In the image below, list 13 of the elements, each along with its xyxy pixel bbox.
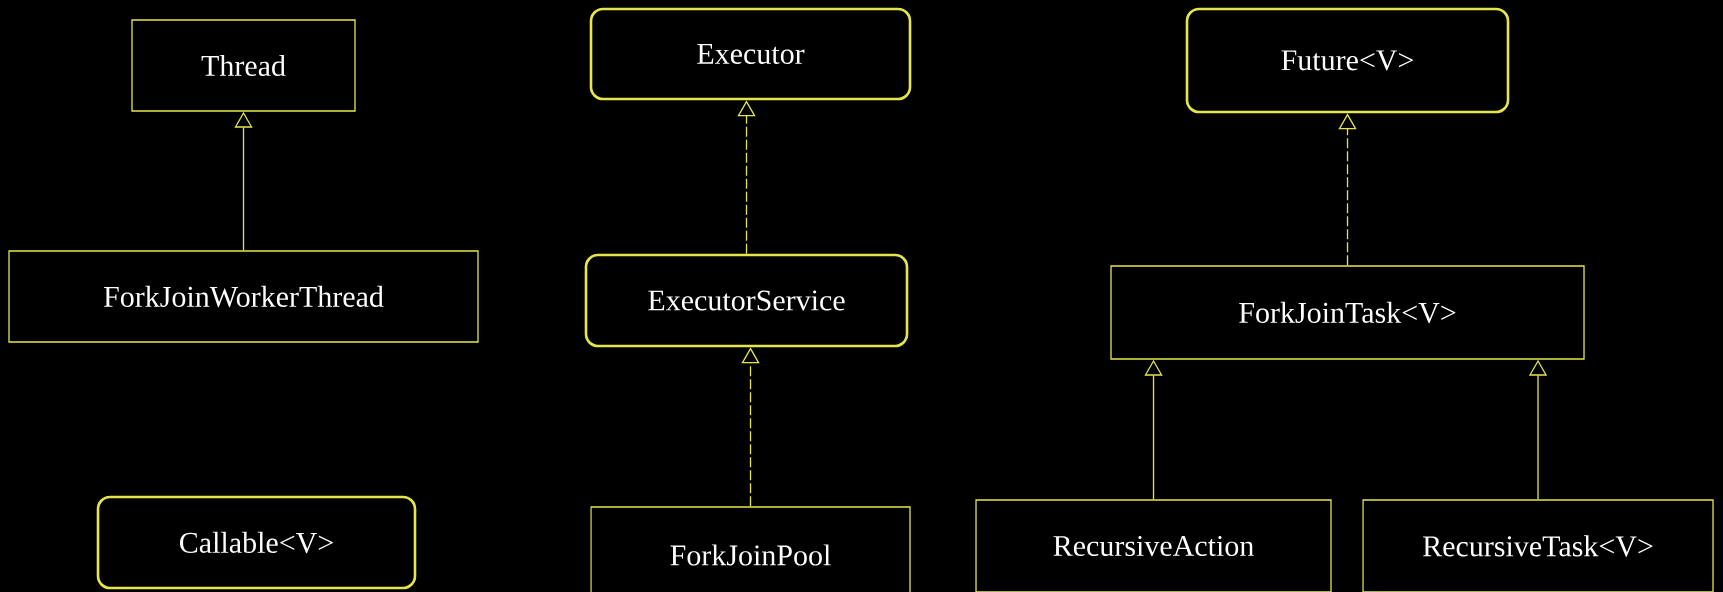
class-box: ForkJoinWorkerThread bbox=[8, 250, 479, 343]
class-box: ForkJoinTask<V> bbox=[1110, 265, 1585, 360]
interface-box: Executor bbox=[589, 7, 912, 101]
inheritance-arrow bbox=[741, 347, 760, 507]
class-box: ForkJoinPool bbox=[590, 506, 911, 592]
inheritance-arrow bbox=[1338, 113, 1357, 266]
interface-box: Callable<V> bbox=[96, 495, 417, 590]
class-box: RecursiveAction bbox=[975, 499, 1332, 592]
interface-box: Future<V> bbox=[1185, 7, 1510, 114]
class-box: Thread bbox=[131, 19, 356, 112]
inheritance-arrow bbox=[737, 100, 756, 255]
interface-box: ExecutorService bbox=[584, 253, 909, 348]
class-box: RecursiveTask<V> bbox=[1362, 499, 1714, 592]
